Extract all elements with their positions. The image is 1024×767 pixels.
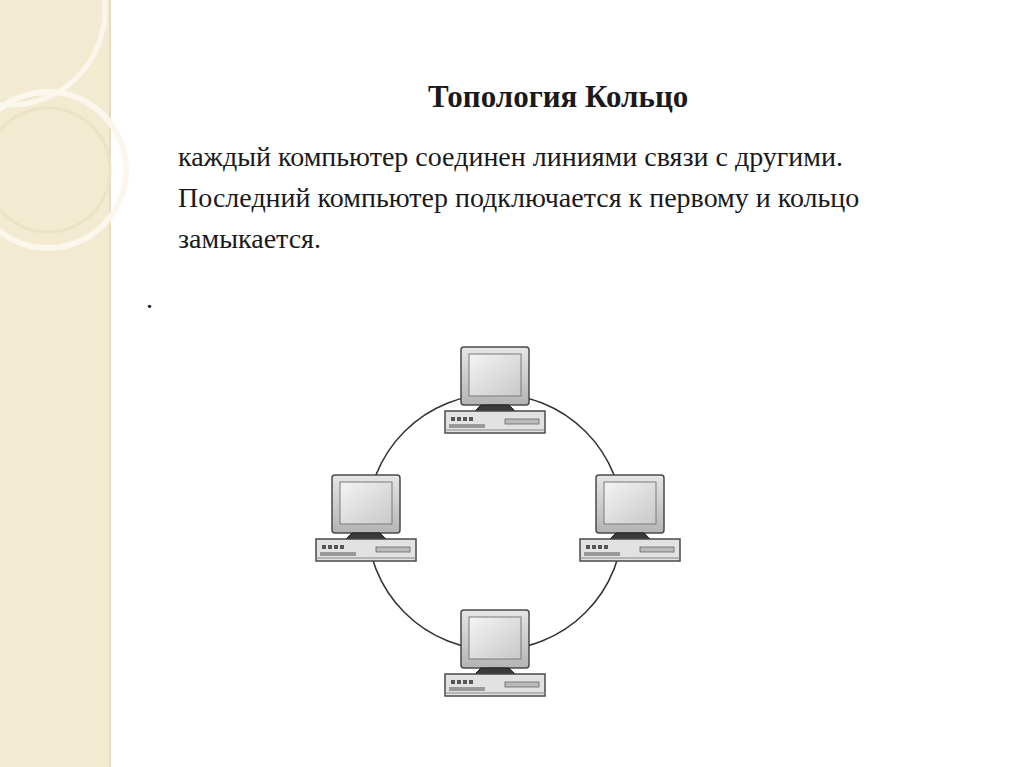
slide-title: Топология Кольцо xyxy=(428,79,688,115)
computer xyxy=(580,475,680,561)
definition-text: каждый компьютер соединен линиями связи … xyxy=(178,136,978,259)
computer xyxy=(316,475,416,561)
computer xyxy=(445,610,545,696)
stray-dot: . xyxy=(146,278,166,319)
computer xyxy=(445,347,545,433)
